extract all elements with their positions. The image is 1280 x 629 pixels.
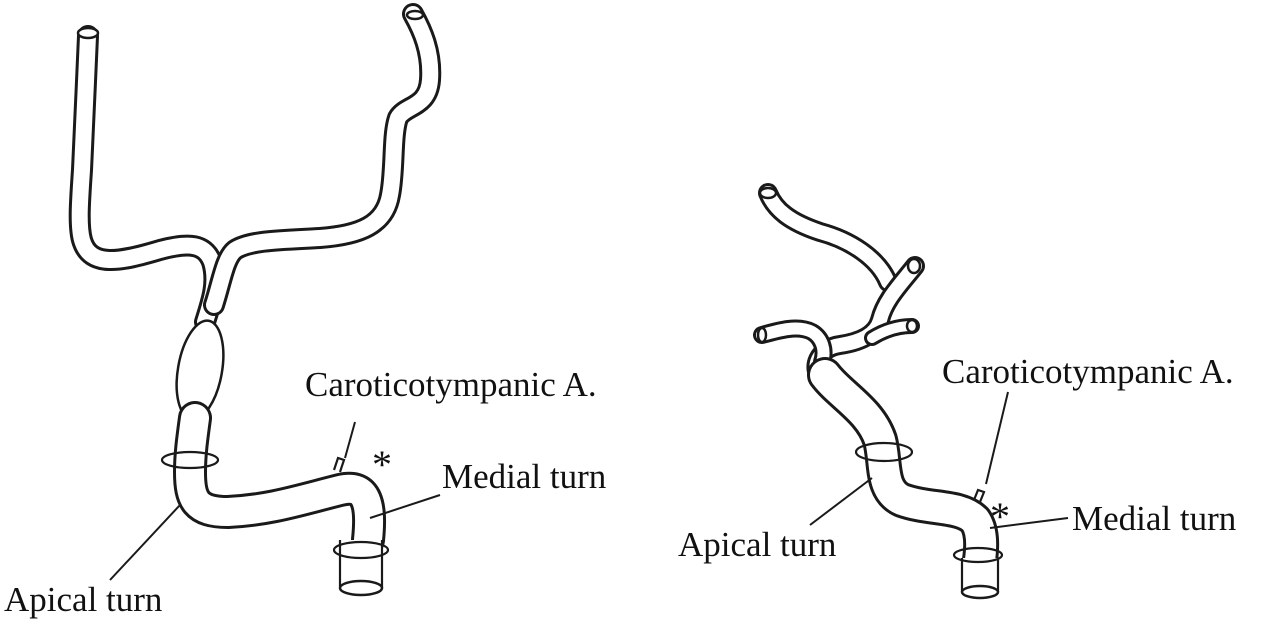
left-asterisk: * — [372, 442, 392, 487]
right-leader-lines — [809, 391, 1069, 529]
left-artery-drawing — [68, 3, 442, 597]
right-apical-ring — [854, 441, 914, 463]
right-medial-turn-leader — [989, 517, 1069, 529]
right-artery-drawing — [753, 183, 1004, 600]
left-medial-turn-leader — [369, 494, 441, 519]
left-main-trunk-lumen — [176, 404, 384, 554]
left-caroticotympanic-label: Caroticotympanic A. — [305, 365, 597, 404]
right-side-branch-cut-end — [756, 326, 768, 344]
right-upper-left-branch-lumen — [761, 186, 895, 289]
left-caroticotympanic-branch — [332, 456, 346, 473]
right-small-branch-cut-end — [905, 318, 919, 334]
left-leader-lines — [109, 421, 441, 581]
right-caroticotympanic-label: Caroticotympanic A. — [942, 352, 1234, 391]
right-main-trunk-lumen — [810, 360, 997, 575]
right-caroticotympanic-leader — [985, 391, 1009, 485]
left-upper-branch-lumen — [71, 28, 223, 330]
left-medial-turn-label: Medial turn — [442, 457, 606, 496]
right-caroticotympanic-branch — [972, 488, 986, 503]
left-bottom-cut-end — [338, 579, 384, 597]
right-apical-turn-leader — [809, 477, 873, 526]
left-apical-turn-label: Apical turn — [4, 580, 162, 619]
right-bottom-cut-end — [960, 584, 1000, 600]
right-apical-turn-label: Apical turn — [678, 525, 836, 564]
right-branch-cut-end — [405, 9, 425, 21]
right-side-branch-lumen — [756, 322, 830, 368]
right-medial-turn-label: Medial turn — [1072, 499, 1236, 538]
right-asterisk: * — [990, 494, 1010, 539]
left-medial-ring — [332, 540, 390, 560]
left-apical-ring — [160, 450, 220, 470]
right-upper-left-cut-end — [758, 186, 778, 200]
right-upper-branch-lumen — [206, 6, 439, 313]
left-upper-branch-outline — [68, 25, 226, 333]
right-medial-ring — [952, 546, 1004, 564]
left-caroticotympanic-leader — [344, 421, 356, 459]
right-upper-right-cut-end — [906, 257, 922, 275]
left-branch-cut-end — [76, 26, 100, 40]
left-apical-turn-leader — [109, 504, 181, 581]
